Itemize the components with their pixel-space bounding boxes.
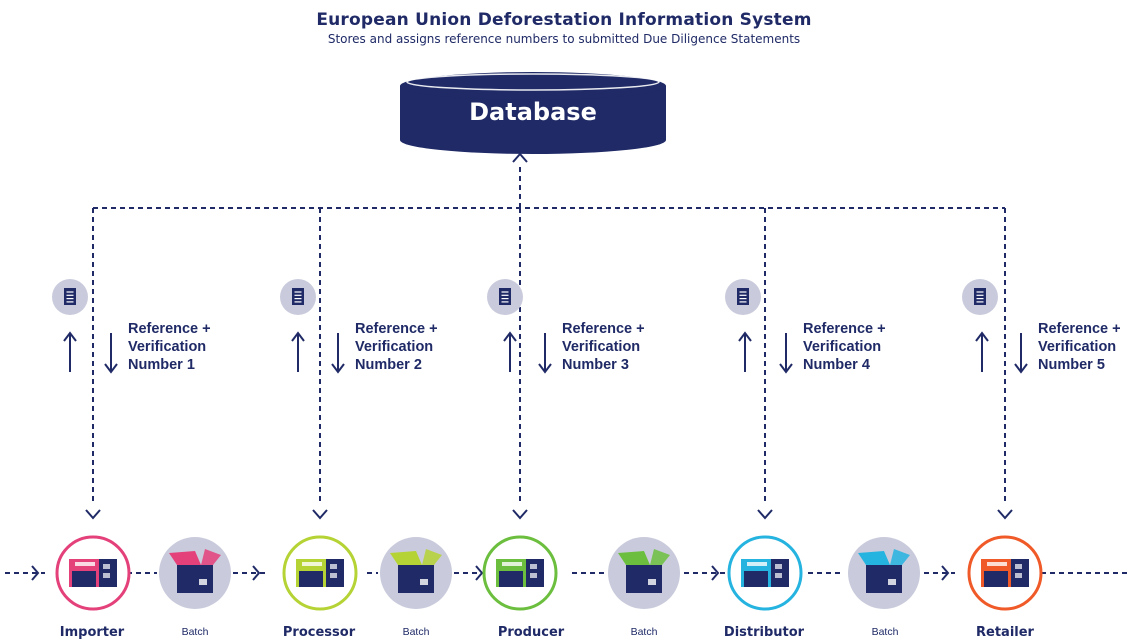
batch-box-icon	[159, 537, 231, 609]
down-arrow-icon	[1014, 333, 1028, 374]
up-arrow-icon	[63, 331, 77, 372]
column-producer	[487, 208, 552, 520]
node-label-importer: Importer	[59, 625, 125, 640]
batch-box-icon	[848, 537, 920, 609]
page-subtitle: Stores and assigns reference numbers to …	[327, 32, 801, 46]
database-icon	[400, 72, 666, 154]
document-icon	[280, 279, 316, 315]
database-label: Database	[469, 98, 597, 126]
facility-icon-retailer	[967, 535, 1043, 611]
chevron-right-icon	[711, 565, 720, 581]
column-distributor	[725, 208, 793, 520]
column-retailer	[962, 208, 1028, 520]
facility-icon-processor	[282, 535, 358, 611]
batch-label-3: Batch	[630, 626, 658, 638]
document-icon	[487, 279, 523, 315]
chevron-right-icon	[475, 565, 484, 581]
batch-box-icon	[380, 537, 452, 609]
chevron-down-icon	[512, 509, 528, 520]
facility-icon-importer	[55, 535, 131, 611]
document-icon	[725, 279, 761, 315]
up-arrow-icon	[291, 331, 305, 372]
batch-label-4: Batch	[871, 626, 899, 638]
document-icon	[52, 279, 88, 315]
chevron-down-icon	[312, 509, 328, 520]
column-importer	[52, 208, 118, 520]
node-label-producer: Producer	[497, 625, 565, 640]
node-label-distributor: Distributor	[723, 625, 805, 640]
chevron-right-icon	[252, 565, 261, 581]
document-icon	[962, 279, 998, 315]
column-processor	[280, 208, 345, 520]
node-label-retailer: Retailer	[976, 625, 1034, 640]
batch-label-1: Batch	[181, 626, 209, 638]
chevron-down-icon	[85, 509, 101, 520]
batch-box-icon	[608, 537, 680, 609]
down-arrow-icon	[104, 333, 118, 374]
facility-icon-distributor	[727, 535, 803, 611]
up-arrow-icon	[738, 331, 752, 372]
chevron-down-icon	[757, 509, 773, 520]
node-label-processor: Processor	[282, 625, 356, 640]
batch-label-2: Batch	[402, 626, 430, 638]
chevron-right-icon	[941, 565, 950, 581]
facility-icon-producer	[482, 535, 558, 611]
up-arrow-icon	[503, 331, 517, 372]
up-arrow-icon	[975, 331, 989, 372]
down-arrow-icon	[331, 333, 345, 374]
down-arrow-icon	[538, 333, 552, 374]
down-arrow-icon	[779, 333, 793, 374]
chevron-right-icon	[31, 565, 40, 581]
chevron-down-icon	[997, 509, 1013, 520]
database-up-arrow	[512, 152, 528, 208]
page-title: European Union Deforestation Information…	[316, 10, 812, 30]
